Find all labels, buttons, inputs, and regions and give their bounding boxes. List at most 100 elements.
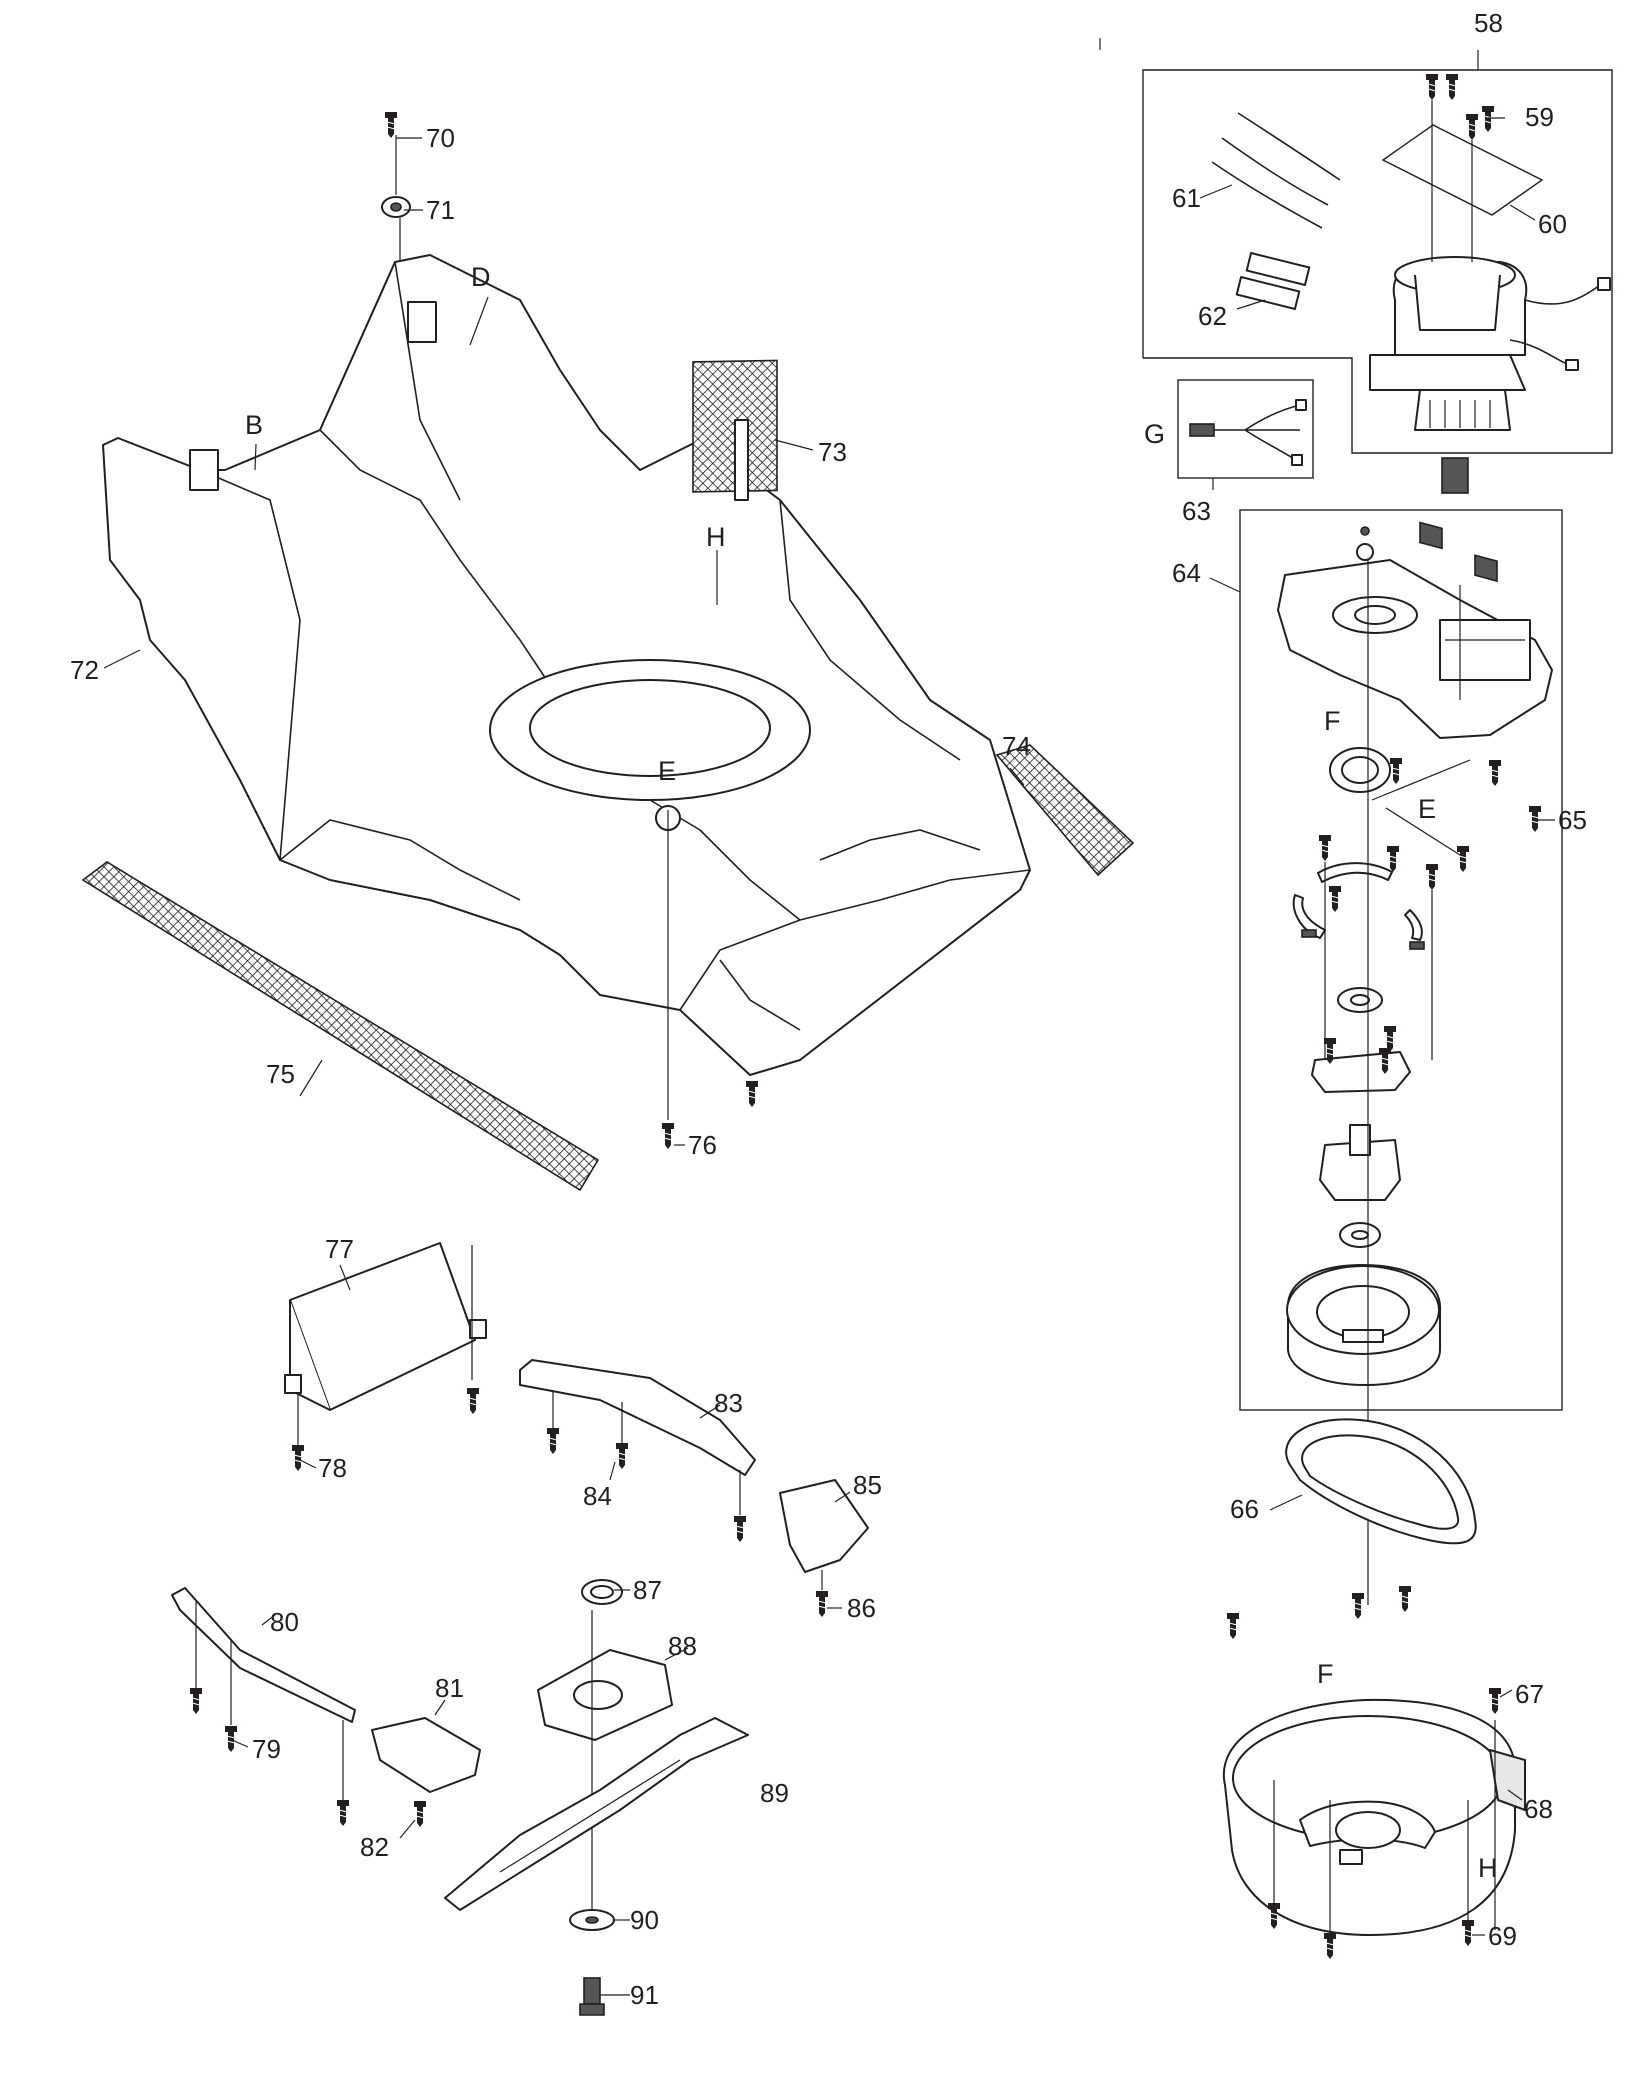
callout-60: 60 bbox=[1538, 209, 1567, 239]
callout-59: 59 bbox=[1525, 102, 1554, 132]
screw-icon bbox=[1323, 1932, 1337, 1960]
deck-housing-group bbox=[1222, 1585, 1526, 1960]
screw-icon bbox=[291, 1444, 305, 1472]
callout-69: 69 bbox=[1488, 1921, 1517, 1951]
screw-icon bbox=[733, 1515, 747, 1543]
mesh-strip-part bbox=[81, 861, 600, 1192]
leader-lines bbox=[103, 38, 1555, 1996]
callout-72: 72 bbox=[70, 655, 99, 685]
screw-icon bbox=[224, 1725, 238, 1753]
mesh-pad-part bbox=[995, 744, 1135, 877]
screw-icon bbox=[661, 1122, 675, 1150]
callout-83: 83 bbox=[714, 1388, 743, 1418]
callout-70: 70 bbox=[426, 123, 455, 153]
callout-84: 84 bbox=[583, 1481, 612, 1511]
letter-E-body: E bbox=[658, 756, 676, 786]
screw-icon bbox=[1318, 834, 1332, 862]
reference-letters: D B H E G F E F H bbox=[245, 262, 1498, 1883]
belt-housing-group bbox=[1239, 509, 1563, 1605]
callout-63: 63 bbox=[1182, 496, 1211, 526]
clutch-part bbox=[1317, 862, 1393, 883]
screw-icon bbox=[413, 1800, 427, 1828]
group-64-frame bbox=[1239, 509, 1563, 1411]
callout-82: 82 bbox=[360, 1832, 389, 1862]
screw-icon bbox=[615, 1442, 629, 1470]
callout-77: 77 bbox=[325, 1234, 354, 1264]
screw-icon bbox=[1398, 1585, 1412, 1613]
screw-icon bbox=[1456, 845, 1470, 873]
screw-icon bbox=[1328, 885, 1342, 913]
letter-F-cover: F bbox=[1324, 706, 1341, 736]
screw-icon bbox=[1488, 1687, 1502, 1715]
callout-74: 74 bbox=[1002, 731, 1031, 761]
screw-icon bbox=[1465, 113, 1479, 141]
callout-78: 78 bbox=[318, 1453, 347, 1483]
screw-icon bbox=[745, 1080, 759, 1108]
screw-icon bbox=[546, 1427, 560, 1455]
blade-arm-part bbox=[519, 1359, 756, 1476]
bolt-icon bbox=[583, 1977, 601, 2005]
screw-icon bbox=[189, 1687, 203, 1715]
letter-H-deck: H bbox=[1478, 1853, 1498, 1883]
screw-icon bbox=[1445, 73, 1459, 101]
screw-icon bbox=[1425, 863, 1439, 891]
arm-part bbox=[171, 1587, 356, 1723]
motor-group-frame bbox=[1142, 69, 1613, 454]
screw-icon bbox=[466, 1387, 480, 1415]
mower-body-group bbox=[81, 111, 1135, 1192]
brush-part bbox=[1419, 521, 1443, 550]
callout-81: 81 bbox=[435, 1673, 464, 1703]
screw-icon bbox=[1386, 845, 1400, 873]
callout-91: 91 bbox=[630, 1980, 659, 2010]
bracket-part bbox=[779, 1479, 869, 1573]
callout-64: 64 bbox=[1172, 558, 1201, 588]
wire-part bbox=[1237, 112, 1341, 181]
callout-61: 61 bbox=[1172, 183, 1201, 213]
callout-75: 75 bbox=[266, 1059, 295, 1089]
screw-icon bbox=[1226, 1612, 1240, 1640]
callout-90: 90 bbox=[630, 1905, 659, 1935]
screw-icon bbox=[1481, 105, 1495, 133]
pulley-hub-part bbox=[1319, 1139, 1401, 1201]
callout-labels: 58 59 60 61 62 63 64 65 66 67 68 69 70 7… bbox=[70, 8, 1587, 2010]
callout-89: 89 bbox=[760, 1778, 789, 1808]
callout-66: 66 bbox=[1230, 1494, 1259, 1524]
callout-73: 73 bbox=[818, 437, 847, 467]
letter-D: D bbox=[471, 262, 491, 292]
letter-B: B bbox=[245, 410, 263, 440]
letter-H-body: H bbox=[706, 522, 726, 552]
callout-67: 67 bbox=[1515, 1679, 1544, 1709]
motor-group bbox=[1142, 50, 1613, 583]
screw-icon bbox=[815, 1590, 829, 1618]
screw-icon bbox=[1461, 1919, 1475, 1947]
screw-icon bbox=[384, 111, 398, 139]
callout-65: 65 bbox=[1558, 805, 1587, 835]
callout-68: 68 bbox=[1524, 1794, 1553, 1824]
belt-group bbox=[1285, 1418, 1477, 1545]
screw-icon bbox=[336, 1799, 350, 1827]
letter-F-deck: F bbox=[1317, 1659, 1334, 1689]
screw-icon bbox=[1267, 1902, 1281, 1930]
screw-icon bbox=[1488, 759, 1502, 787]
screw-icon bbox=[1528, 805, 1542, 833]
connector-part bbox=[1189, 423, 1215, 437]
callout-85: 85 bbox=[853, 1470, 882, 1500]
connector-group bbox=[1177, 379, 1314, 479]
callout-79: 79 bbox=[252, 1734, 281, 1764]
screw-icon bbox=[1389, 757, 1403, 785]
motor-part bbox=[1369, 354, 1526, 391]
cutting-blade-part bbox=[444, 1717, 749, 1911]
lower-parts-group bbox=[171, 1242, 869, 2016]
screw-icon bbox=[1351, 1592, 1365, 1620]
callout-76: 76 bbox=[688, 1130, 717, 1160]
callout-71: 71 bbox=[426, 195, 455, 225]
callout-58: 58 bbox=[1474, 8, 1503, 38]
callout-88: 88 bbox=[668, 1631, 697, 1661]
callout-80: 80 bbox=[270, 1607, 299, 1637]
screw-icon bbox=[1425, 73, 1439, 101]
callout-62: 62 bbox=[1198, 301, 1227, 331]
callout-87: 87 bbox=[633, 1575, 662, 1605]
insulator-part bbox=[1245, 252, 1311, 286]
letter-E-cover: E bbox=[1418, 794, 1436, 824]
